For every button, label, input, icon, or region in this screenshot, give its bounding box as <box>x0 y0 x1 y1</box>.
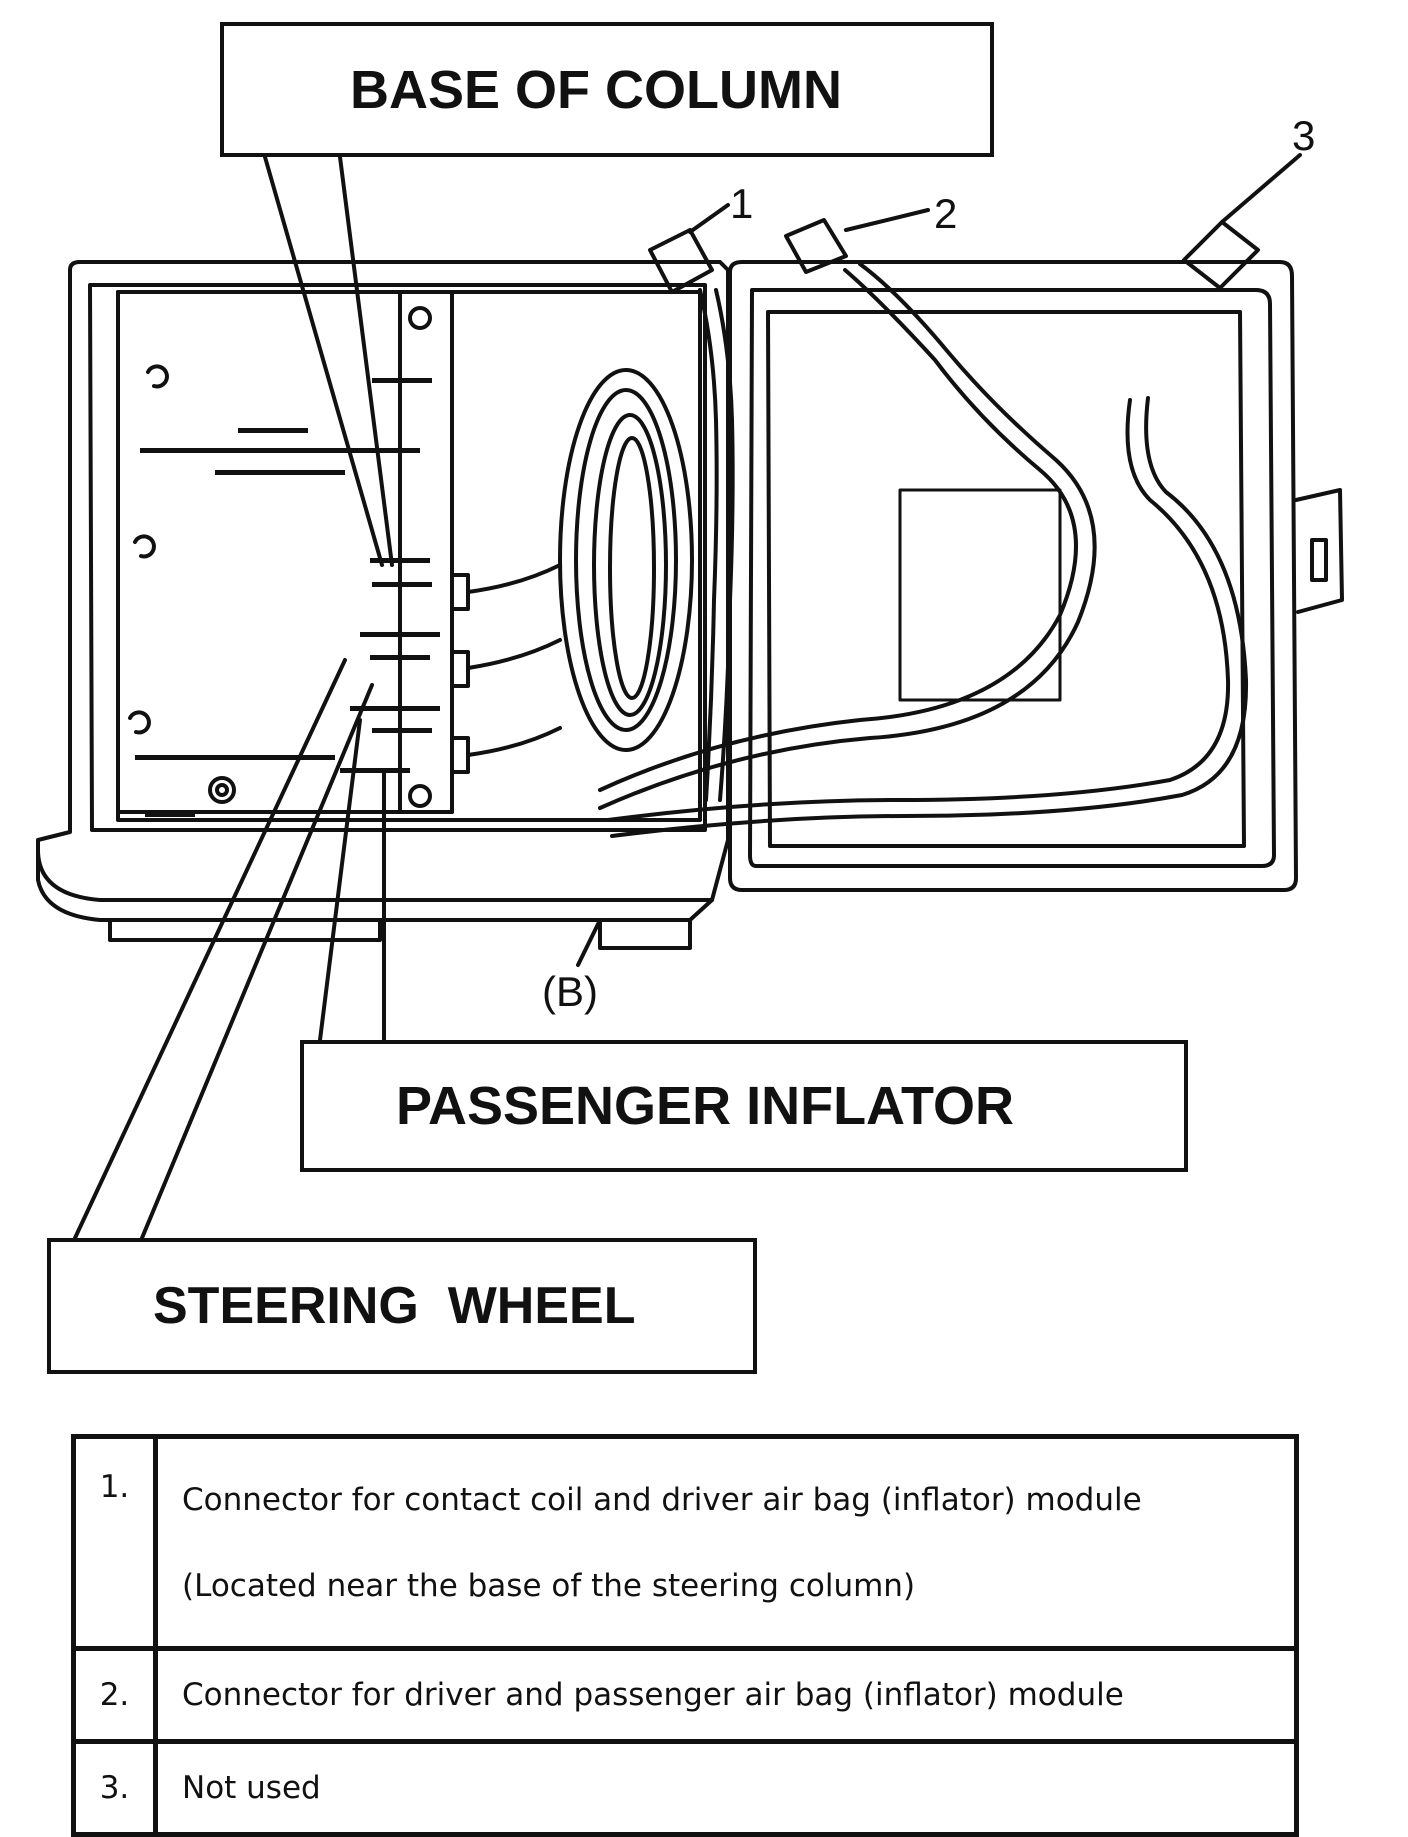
panel-markings <box>135 378 440 817</box>
cable-bundle-c <box>606 398 1231 822</box>
connector-2-label: 2 <box>934 190 957 237</box>
panel-hole-3 <box>128 710 151 735</box>
legend-desc-line: (Located near the base of the steering c… <box>182 1567 916 1604</box>
case-left-foot <box>108 918 382 942</box>
panel-screw-4 <box>215 783 229 797</box>
lead-3 <box>466 726 562 757</box>
jack-2 <box>450 650 470 688</box>
case-right-inner <box>748 288 1276 868</box>
lead-2 <box>466 638 562 670</box>
legend-num: 2. <box>71 1646 158 1744</box>
panel-screw-2 <box>408 784 432 808</box>
coil-loop-1 <box>558 368 694 752</box>
leader-pass-a <box>318 718 362 1042</box>
legend-desc-line: Connector for driver and passenger air b… <box>182 1677 1124 1713</box>
cable-bundle-b <box>598 262 1097 810</box>
connector-1-leader <box>688 203 730 234</box>
case-right-shell <box>728 260 1298 892</box>
callout-steering-wheel-text: STEERING WHEEL <box>153 1277 636 1335</box>
legend-desc-line: Connector for contact coil and driver ai… <box>182 1481 1142 1518</box>
leader-steer-b <box>140 683 374 1240</box>
panel-bracket <box>398 290 454 814</box>
connector-1-label: 1 <box>730 180 753 227</box>
legend-table: 1. Connector for contact coil and driver… <box>71 1434 1299 1837</box>
coil-loop-2 <box>574 388 678 732</box>
case-right-label-plate <box>898 488 1062 702</box>
legend-desc: Connector for contact coil and driver ai… <box>153 1434 1299 1651</box>
jack-3 <box>450 736 470 774</box>
legend-num: 3. <box>71 1739 158 1837</box>
leader-base-b <box>338 155 394 567</box>
legend-desc: Connector for driver and passenger air b… <box>153 1646 1299 1744</box>
jack-1 <box>450 573 470 611</box>
callout-base-of-column: BASE OF COLUMN <box>220 22 994 157</box>
connector-2-body <box>784 218 848 274</box>
panel-hole-1 <box>146 364 169 389</box>
case-left-tray <box>116 290 702 822</box>
legend-desc: Not used <box>153 1739 1299 1837</box>
cable-to-connector-1a <box>698 288 719 802</box>
table-row: 3. Not used <box>71 1739 1299 1837</box>
cable-bundle-d <box>610 396 1249 838</box>
connector-1-body <box>648 228 714 294</box>
leader-base-a <box>263 155 384 567</box>
case-left-front-face <box>36 848 714 922</box>
table-row: 1. Connector for contact coil and driver… <box>71 1434 1299 1651</box>
case-left-inner-rim <box>88 283 707 832</box>
callout-base-of-column-text: BASE OF COLUMN <box>350 59 842 120</box>
case-left-foot-2 <box>598 918 692 950</box>
connector-3-body <box>1182 220 1260 290</box>
connector-3-leader <box>1220 153 1302 224</box>
connector-2-leader <box>844 208 930 232</box>
panel-hole-2 <box>133 534 156 559</box>
legend-num: 1. <box>71 1434 158 1651</box>
panel-screw-3 <box>208 776 236 804</box>
coil-loop-4 <box>608 436 656 700</box>
case-right-latch <box>1294 488 1344 614</box>
legend-desc-line: Not used <box>182 1770 321 1806</box>
panel-screw-1 <box>408 306 432 330</box>
cable-bundle-a <box>598 268 1078 792</box>
case-right-tray <box>766 310 1246 848</box>
case-right-latch-slot <box>1310 538 1328 582</box>
b-marker-label: (B) <box>542 968 598 1015</box>
table-row: 2. Connector for driver and passenger ai… <box>71 1646 1299 1744</box>
callout-passenger-inflator: PASSENGER INFLATOR <box>300 1040 1188 1172</box>
callout-passenger-inflator-text: PASSENGER INFLATOR <box>396 1076 1015 1136</box>
lead-1 <box>466 563 562 594</box>
callout-steering-wheel: STEERING WHEEL <box>47 1238 757 1374</box>
leader-b <box>576 918 602 967</box>
coil-loop-3 <box>592 413 668 717</box>
connector-3-label: 3 <box>1292 112 1315 159</box>
